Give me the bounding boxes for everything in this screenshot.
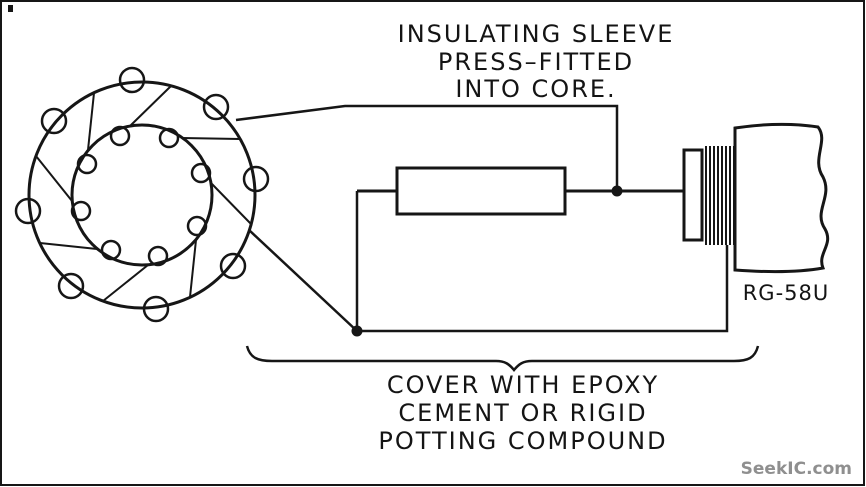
insulating-sleeve [395, 166, 567, 216]
winding-wire [181, 137, 241, 140]
potting-underbrace [245, 345, 760, 372]
winding-wire [210, 182, 252, 225]
toroidal-core [14, 66, 270, 323]
winding-loop-icon [219, 252, 247, 280]
inner-winding-loops [70, 125, 212, 267]
top-lead-wire [235, 104, 619, 191]
winding-wire [102, 264, 149, 302]
winding-loop-icon [147, 245, 169, 267]
winding-wire [129, 85, 172, 127]
note-line: CEMENT OR RIGID [398, 399, 647, 427]
winding-loop-icon [118, 66, 146, 94]
winding-loop-icon [76, 153, 98, 175]
winding-loop-icon [40, 107, 68, 135]
winding-wire [39, 242, 98, 250]
note-line: POTTING COMPOUND [378, 427, 667, 455]
winding-loop-icon [142, 295, 170, 323]
winding-loop-icon [158, 127, 180, 149]
note-line: INTO CORE. [455, 75, 616, 103]
potting-note: COVER WITH EPOXY CEMENT OR RIGID POTTING… [378, 371, 667, 455]
winding-loop-icon [14, 197, 42, 225]
note-line: PRESS–FITTED [438, 48, 634, 76]
connector-label: RG-58U [743, 281, 830, 305]
seekic-watermark: SeekIC.com [741, 459, 852, 479]
junction-dot-top [611, 185, 623, 197]
insulating-sleeve-note: INSULATING SLEEVE PRESS–FITTED INTO CORE… [398, 20, 675, 103]
ground-return-wire [357, 245, 729, 333]
connector-threads [705, 146, 735, 245]
winding-wire [189, 239, 197, 298]
coax-connector [682, 122, 830, 274]
connector-body [682, 148, 704, 242]
winding-loop-icon [186, 215, 208, 237]
winding-wire [87, 92, 95, 151]
note-line: INSULATING SLEEVE [398, 20, 675, 48]
winding-loop-icon [57, 272, 85, 300]
core-outer-edge [27, 80, 257, 310]
winding-loop-icon [202, 93, 230, 121]
outer-winding-loops [14, 66, 270, 323]
winding-cross-wires [35, 85, 252, 302]
winding-loop-icon [190, 162, 212, 184]
bottom-lead-wire [248, 229, 358, 332]
scan-artifact [8, 5, 13, 12]
winding-loop-icon [109, 125, 131, 147]
winding-loop-icon [70, 200, 92, 222]
junction-dot-bottom [351, 325, 363, 337]
winding-loop-icon [100, 239, 122, 261]
note-line: COVER WITH EPOXY [387, 371, 659, 399]
winding-loop-icon [242, 165, 270, 193]
winding-wire [35, 155, 73, 202]
core-inner-edge [70, 123, 214, 267]
coax-cable-break [733, 122, 830, 274]
